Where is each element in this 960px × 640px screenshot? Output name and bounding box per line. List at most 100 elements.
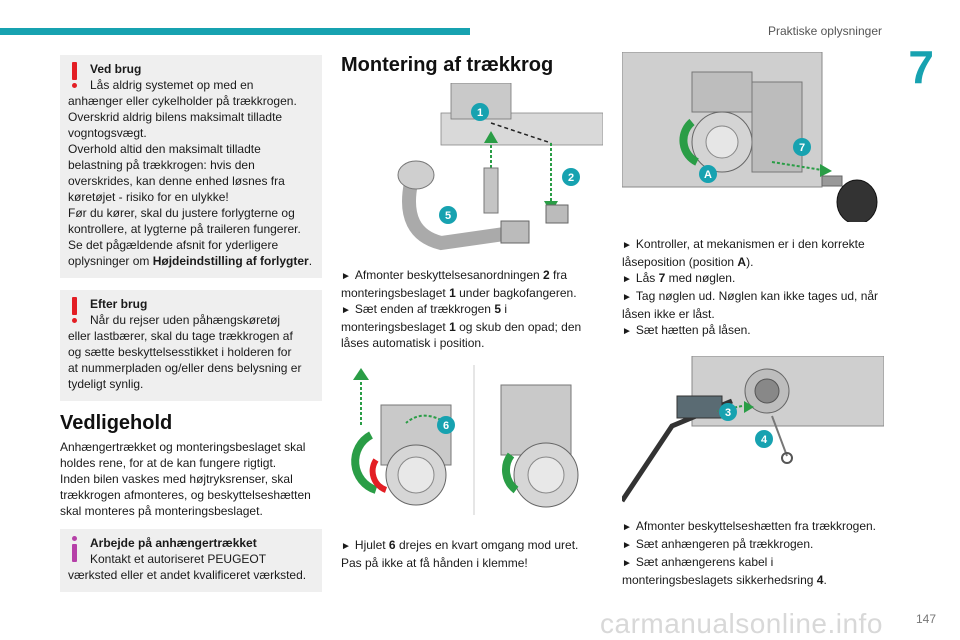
- column-left: Ved brug Lås aldrig systemet op med en a…: [60, 55, 322, 600]
- trailer-cable-illustration: 3 4: [619, 355, 885, 506]
- callout-4: [755, 430, 773, 448]
- step-bullet: ►: [622, 522, 632, 533]
- text: fra: [549, 268, 568, 282]
- step-line: ►Sæt anhængeren på trækkrogen.: [622, 536, 884, 554]
- mounting-steps-2: ►Hjulet 6 drejes en kvart omgang mod ure…: [341, 537, 603, 571]
- info-icon: [72, 536, 78, 562]
- page-number: 147: [915, 612, 936, 626]
- warning-line: Overhold altid den maksimalt tilladte: [68, 142, 261, 156]
- step-line: ►Lås 7 med nøglen.: [622, 270, 884, 288]
- step-line: monteringsbeslaget 1 under bagkofangeren…: [341, 285, 603, 301]
- warning-line: Overskrid aldrig bilens maksimalt tillad…: [68, 110, 283, 124]
- text: Tag nøglen ud. Nøglen kan ikke tages ud,…: [635, 289, 879, 303]
- info-box-workshop: Arbejde på anhængertrækket Kontakt et au…: [60, 529, 322, 592]
- warning-line: køretøjet - risiko for en ulykke!: [68, 190, 229, 204]
- warning-line: at nummerpladen og/eller dens belysning …: [68, 361, 302, 375]
- step-line: ►Tag nøglen ud. Nøglen kan ikke tages ud…: [622, 288, 884, 306]
- step-bullet: ►: [341, 271, 351, 282]
- header-accent-bar: [0, 28, 470, 35]
- warning-box-after-use: Efter brug Når du rejser uden påhængskør…: [60, 290, 322, 401]
- step-line: Pas på ikke at få hånden i klemme!: [341, 556, 528, 570]
- text: Lås: [635, 271, 659, 285]
- paragraph-line: Inden bilen vaskes med højtryksrenser, s…: [60, 472, 293, 486]
- warning-line: Se det pågældende afsnit for yderligere: [68, 238, 279, 252]
- column-middle: Montering af trækkrog 1 2 5 ►Afmonter be…: [341, 55, 604, 571]
- info-title: Arbejde på anhængertrækket: [90, 536, 257, 550]
- callout-6-label: 6: [443, 420, 449, 432]
- warning-title: Ved brug: [90, 62, 142, 76]
- step-bullet: ►: [622, 292, 632, 303]
- step-line: ►Hjulet 6 drejes en kvart omgang mod ure…: [341, 537, 603, 555]
- step-line: ►Kontroller, at mekanismen er i den korr…: [622, 236, 884, 254]
- callout-3-label: 3: [725, 407, 731, 419]
- warning-line: vogntogsvægt.: [68, 126, 147, 140]
- ref: 2: [543, 268, 550, 282]
- callout-7-label: 7: [799, 142, 805, 154]
- text: Afmonter beskyttelsesanordningen: [354, 268, 544, 282]
- callout-5-label: 5: [445, 210, 451, 222]
- step-bullet: ►: [341, 541, 351, 552]
- step-bullet: ►: [622, 558, 632, 569]
- step-bullet: ►: [622, 326, 632, 337]
- callout-4-label: 4: [761, 434, 768, 446]
- step-line: monteringsbeslaget 1 og skub den opad; d…: [341, 319, 603, 335]
- text: Sæt enden af trækkrogen: [354, 302, 495, 316]
- warning-line: og sætte beskyttelsesstikket i holderen …: [68, 345, 292, 359]
- crossref-link[interactable]: Højdeindstilling af forlygter: [152, 254, 309, 268]
- step-bullet: ►: [622, 540, 632, 551]
- step-line: ►Sæt anhængerens kabel i: [622, 554, 884, 572]
- step-bullet: ►: [341, 305, 351, 316]
- callout-2: [562, 168, 580, 186]
- text: i: [501, 302, 508, 316]
- header-title: Praktiske oplysninger: [767, 24, 882, 38]
- text: Sæt anhængerens kabel i: [635, 555, 774, 569]
- ref: A: [737, 255, 747, 269]
- callout-6: [437, 416, 455, 434]
- step-bullet: ►: [622, 240, 632, 251]
- ref: 1: [449, 320, 456, 334]
- callout-1-label: 1: [477, 107, 483, 119]
- step-line: låseposition (position A).: [622, 254, 884, 270]
- text: Afmonter beskyttelseshætten fra trækkrog…: [635, 519, 877, 533]
- text: oplysninger om: [68, 254, 153, 268]
- text: Kontroller, at mekanismen er i den korre…: [635, 237, 865, 251]
- ref: 6: [388, 538, 396, 552]
- step-line: ►Sæt hætten på låsen.: [622, 322, 884, 340]
- trailer-steps: ►Afmonter beskyttelseshætten fra trækkro…: [622, 518, 884, 588]
- paragraph-line: Anhængertrækket og monteringsbeslaget sk…: [60, 440, 306, 454]
- ref: 7: [658, 271, 666, 285]
- callout-5: [439, 206, 457, 224]
- callout-1: [471, 103, 489, 121]
- step-line: ►Sæt enden af trækkrogen 5 i: [341, 301, 603, 319]
- warning-line: eller lastbærer, skal du tage trækkrogen…: [68, 329, 293, 343]
- chapter-number: 7: [908, 41, 934, 93]
- step-line: monteringsbeslagets sikkerhedsring 4.: [622, 572, 884, 588]
- callout-7: [793, 138, 811, 156]
- text: med nøglen.: [665, 271, 736, 285]
- warning-line: Når du rejser uden påhængskøretøj: [90, 313, 281, 327]
- text: .: [823, 573, 827, 587]
- text: Sæt anhængeren på trækkrogen.: [635, 537, 814, 551]
- watermark: carmanualsonline.info: [600, 608, 883, 639]
- warning-line: overskrides, kan denne enhed løsnes fra: [68, 174, 285, 188]
- text: .: [308, 254, 313, 268]
- column-right: 7 A ►Kontroller, at mekanismen er i den …: [619, 51, 885, 588]
- warning-line: tydeligt synlig.: [68, 377, 144, 391]
- section-title-maintenance: Vedligehold: [60, 412, 173, 434]
- text: under bagkofangeren.: [455, 286, 577, 300]
- maintenance-paragraph: Anhængertrækket og monteringsbeslaget sk…: [60, 439, 322, 519]
- ref: 4: [816, 573, 824, 587]
- warning-line: kontrollere, at lygterne på traileren fu…: [68, 222, 301, 236]
- paragraph-line: skal monteres på monteringsbeslaget.: [60, 504, 263, 518]
- text: Hjulet: [354, 538, 389, 552]
- warning-line: Før du kører, skal du justere forlygtern…: [68, 206, 295, 220]
- lock-key-illustration: 7 A: [621, 51, 884, 225]
- text: monteringsbeslaget: [341, 286, 450, 300]
- text: monteringsbeslagets sikkerhedsring: [622, 573, 817, 587]
- text: låsen ikke er låst.: [622, 307, 715, 321]
- warning-title: Efter brug: [90, 297, 148, 311]
- warning-line: anhænger eller cykelholder på trækkrogen…: [68, 94, 297, 108]
- mounting-steps-1: ►Afmonter beskyttelsesanordningen 2 fra …: [341, 267, 603, 351]
- wheel-turn-illustration: 6: [341, 365, 603, 515]
- warning-box-in-use: Ved brug Lås aldrig systemet op med en a…: [60, 55, 322, 278]
